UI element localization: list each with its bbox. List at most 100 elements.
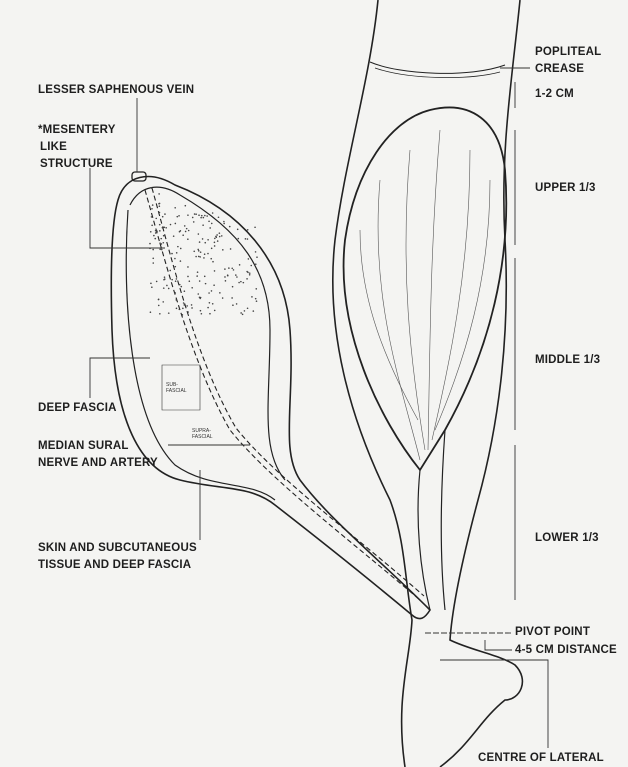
- stipple-dot: [174, 207, 176, 209]
- stipple-dot: [202, 224, 204, 226]
- stipple-dot: [203, 257, 205, 259]
- stipple-dot: [199, 256, 201, 258]
- stipple-dot: [232, 269, 235, 271]
- stipple-dot: [202, 216, 205, 219]
- stipple-dot: [151, 207, 153, 210]
- label-deep-fascia: DEEP FASCIA: [38, 402, 117, 414]
- stipple-dot: [174, 280, 177, 282]
- stipple-dot: [247, 258, 250, 260]
- stipple-dot: [162, 241, 165, 244]
- stipple-dot: [199, 296, 202, 299]
- stipple-dot: [159, 312, 161, 315]
- stipple-dot: [193, 250, 196, 253]
- stipple-dot: [255, 288, 258, 290]
- vein-stump: [131, 171, 147, 182]
- stipple-dot: [160, 248, 163, 251]
- leg-left-outline: [332, 0, 413, 767]
- label-mesentery-3: STRUCTURE: [40, 158, 113, 170]
- label-crease: CREASE: [535, 63, 585, 75]
- stipple-dot: [221, 297, 224, 299]
- stipple-dot: [157, 298, 160, 301]
- stipple-dot: [248, 274, 251, 276]
- stipple-dot: [195, 213, 197, 216]
- stipple-dot: [157, 304, 160, 307]
- stipple-dot: [204, 241, 207, 244]
- stipple-dot: [211, 212, 214, 214]
- stipple-dot: [197, 293, 200, 295]
- stipple-dot: [187, 266, 189, 268]
- stipple-dot: [175, 278, 178, 280]
- stipple-dot: [167, 287, 170, 290]
- stipple-dot: [169, 269, 172, 272]
- stipple-dot: [199, 251, 202, 253]
- stipple-dot: [236, 276, 238, 278]
- stipple-dot: [158, 205, 161, 208]
- stipple-dot: [162, 287, 165, 289]
- stipple-dot: [207, 239, 209, 241]
- stipple-dot: [151, 224, 153, 227]
- stipple-dot: [231, 297, 233, 299]
- flap-inner-layer: [129, 186, 286, 481]
- stipple-dot: [154, 232, 157, 234]
- stipple-dot: [181, 314, 184, 316]
- label-skin-subcutaneous: SKIN AND SUBCUTANEOUS: [38, 542, 197, 554]
- stipple-dot: [240, 312, 242, 314]
- stipple-dot: [251, 296, 253, 298]
- stipple-dot: [244, 238, 247, 240]
- label-popliteal: POPLITEAL: [535, 46, 602, 58]
- stipple-dot: [198, 241, 201, 243]
- label-distance: 4-5 CM DISTANCE: [515, 644, 617, 656]
- stipple-dot: [200, 214, 203, 217]
- stipple-dot: [174, 265, 177, 268]
- stipple-dot: [216, 234, 218, 236]
- stipple-dot: [241, 313, 244, 316]
- stipple-dot: [198, 280, 201, 282]
- stipple-dot: [164, 213, 166, 215]
- label-skin-subcutaneous-2: TISSUE AND DEEP FASCIA: [38, 559, 192, 571]
- stipple-dot: [250, 264, 253, 267]
- stipple-dot: [184, 230, 187, 233]
- stipple-dot: [190, 304, 193, 306]
- stipple-dot: [182, 302, 185, 304]
- stipple-dot: [231, 267, 234, 270]
- stipple-dot: [200, 312, 203, 315]
- stipple-dot: [203, 275, 206, 278]
- stipple-dot: [238, 281, 240, 284]
- stipple-dot: [175, 252, 178, 254]
- stipple-dot: [162, 234, 165, 237]
- stipple-dot: [158, 211, 161, 214]
- stipple-dot: [175, 307, 178, 310]
- stipple-dot: [210, 257, 213, 260]
- stipple-dot: [162, 301, 165, 303]
- stipple-dot: [152, 257, 155, 260]
- stipple-dot: [176, 215, 179, 218]
- stipple-dot: [192, 221, 195, 223]
- stipple-dot: [224, 276, 226, 278]
- label-middle-third: MIDDLE 1/3: [535, 354, 601, 366]
- stipple-dot: [163, 276, 166, 278]
- label-upper-third: UPPER 1/3: [535, 182, 596, 194]
- stipple-dot: [150, 282, 152, 285]
- stipple-dot: [208, 301, 211, 304]
- stipple-dot: [208, 220, 210, 223]
- stipple-dot: [213, 245, 216, 247]
- stipple-dot: [155, 217, 158, 220]
- stipple-dot: [210, 222, 213, 225]
- stipple-dot: [165, 226, 167, 229]
- stipple-dot: [223, 220, 225, 223]
- stipple-dot: [160, 237, 163, 240]
- label-mesentery-2: LIKE: [40, 141, 67, 153]
- stipple-dot: [217, 216, 220, 219]
- stipple-dot: [238, 264, 241, 266]
- stipple-dot: [156, 230, 158, 233]
- stipple-dot: [187, 229, 190, 232]
- stipple-dot: [213, 284, 215, 287]
- stipple-dot: [174, 222, 177, 225]
- gastrocnemius-muscle: [342, 106, 508, 472]
- stipple-dot: [213, 270, 216, 272]
- stipple-dot: [204, 282, 207, 285]
- stipple-dot: [151, 286, 153, 289]
- stipple-dot: [158, 223, 161, 226]
